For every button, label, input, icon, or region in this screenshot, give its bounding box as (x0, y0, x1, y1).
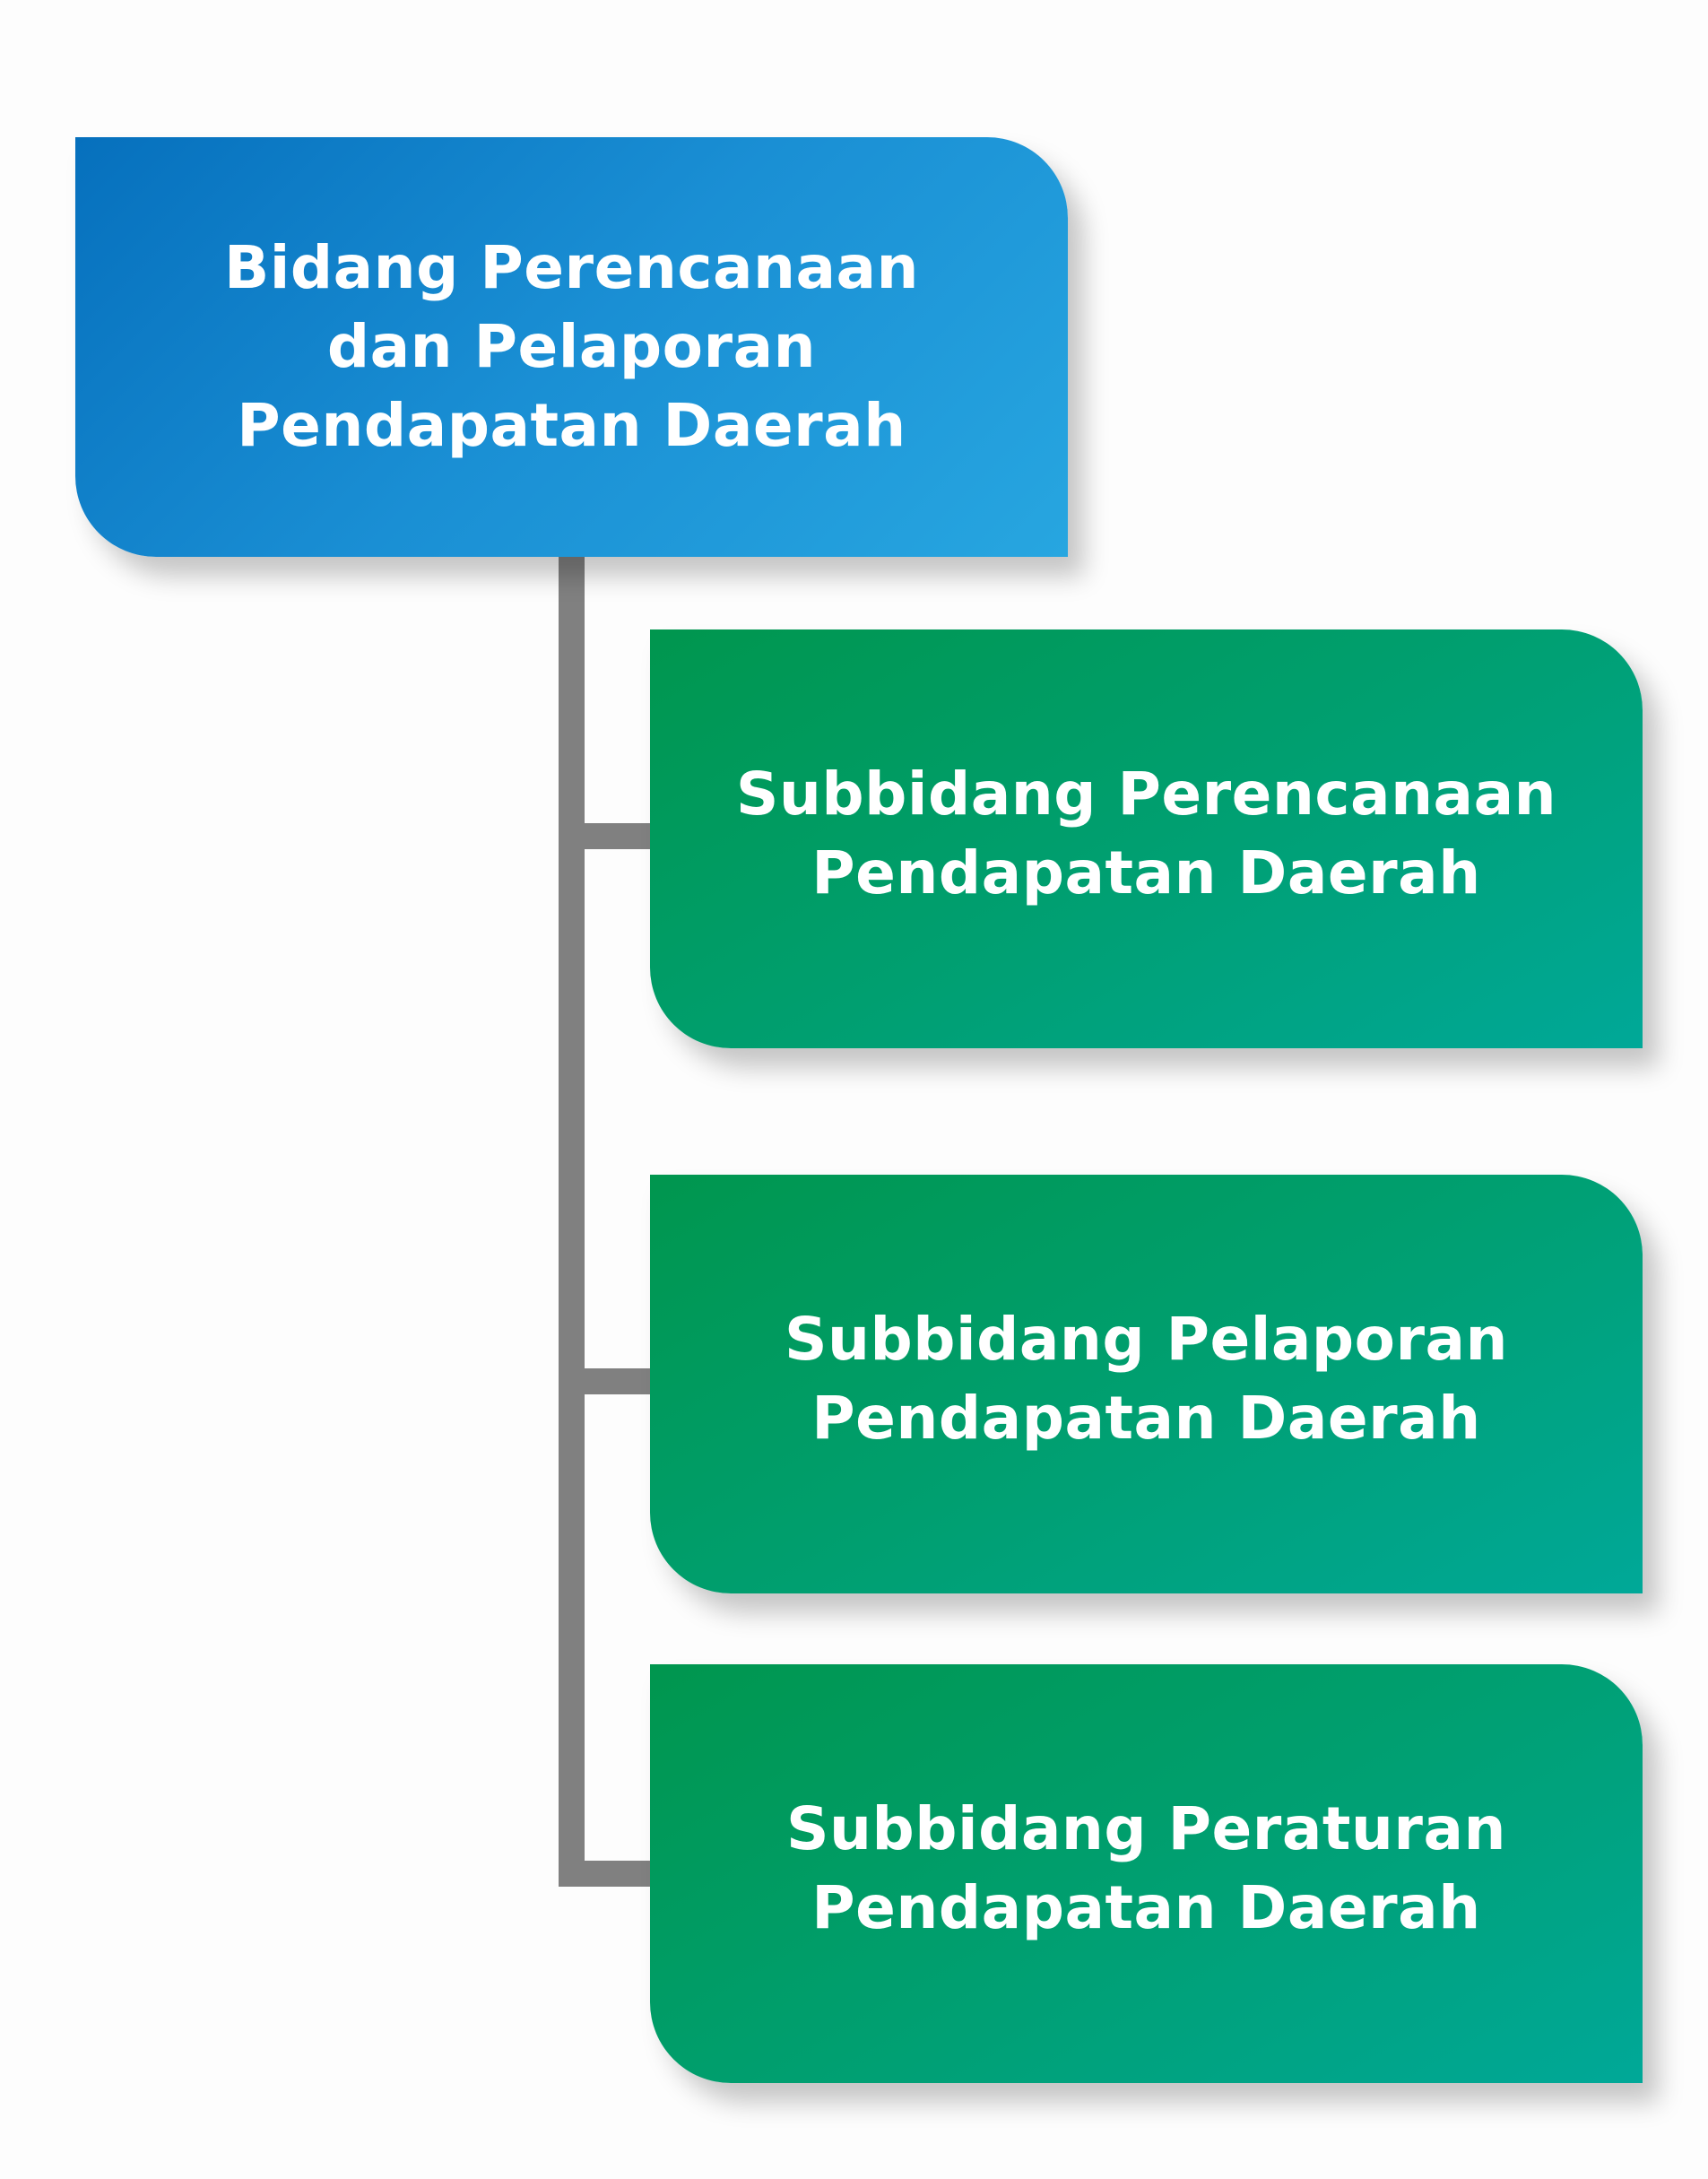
child-node-pelaporan: Subbidang Pelaporan Pendapatan Daerah (650, 1175, 1643, 1593)
connector-branch-2 (559, 1368, 657, 1394)
connector-vertical (559, 557, 585, 1886)
node-label-line: Subbidang Peraturan (786, 1794, 1506, 1863)
connector-branch-1 (559, 823, 657, 849)
head-node: Bidang Perencanaan dan Pelaporan Pendapa… (75, 137, 1068, 557)
node-label-line: Pendapatan Daerah (811, 1873, 1481, 1942)
node-label-line: Pendapatan Daerah (811, 1384, 1481, 1453)
connector-branch-3 (559, 1861, 657, 1887)
child-node-peraturan: Subbidang Peraturan Pendapatan Daerah (650, 1664, 1643, 2083)
node-label-line: Subbidang Pelaporan (784, 1305, 1509, 1374)
node-label-line: Bidang Perencanaan (223, 233, 920, 302)
node-label-line: Subbidang Perencanaan (735, 760, 1557, 829)
node-label-line: Pendapatan Daerah (237, 391, 906, 460)
node-label-line: Pendapatan Daerah (811, 838, 1481, 907)
node-label-line: dan Pelaporan (326, 312, 817, 381)
child-node-perencanaan: Subbidang Perencanaan Pendapatan Daerah (650, 629, 1643, 1048)
